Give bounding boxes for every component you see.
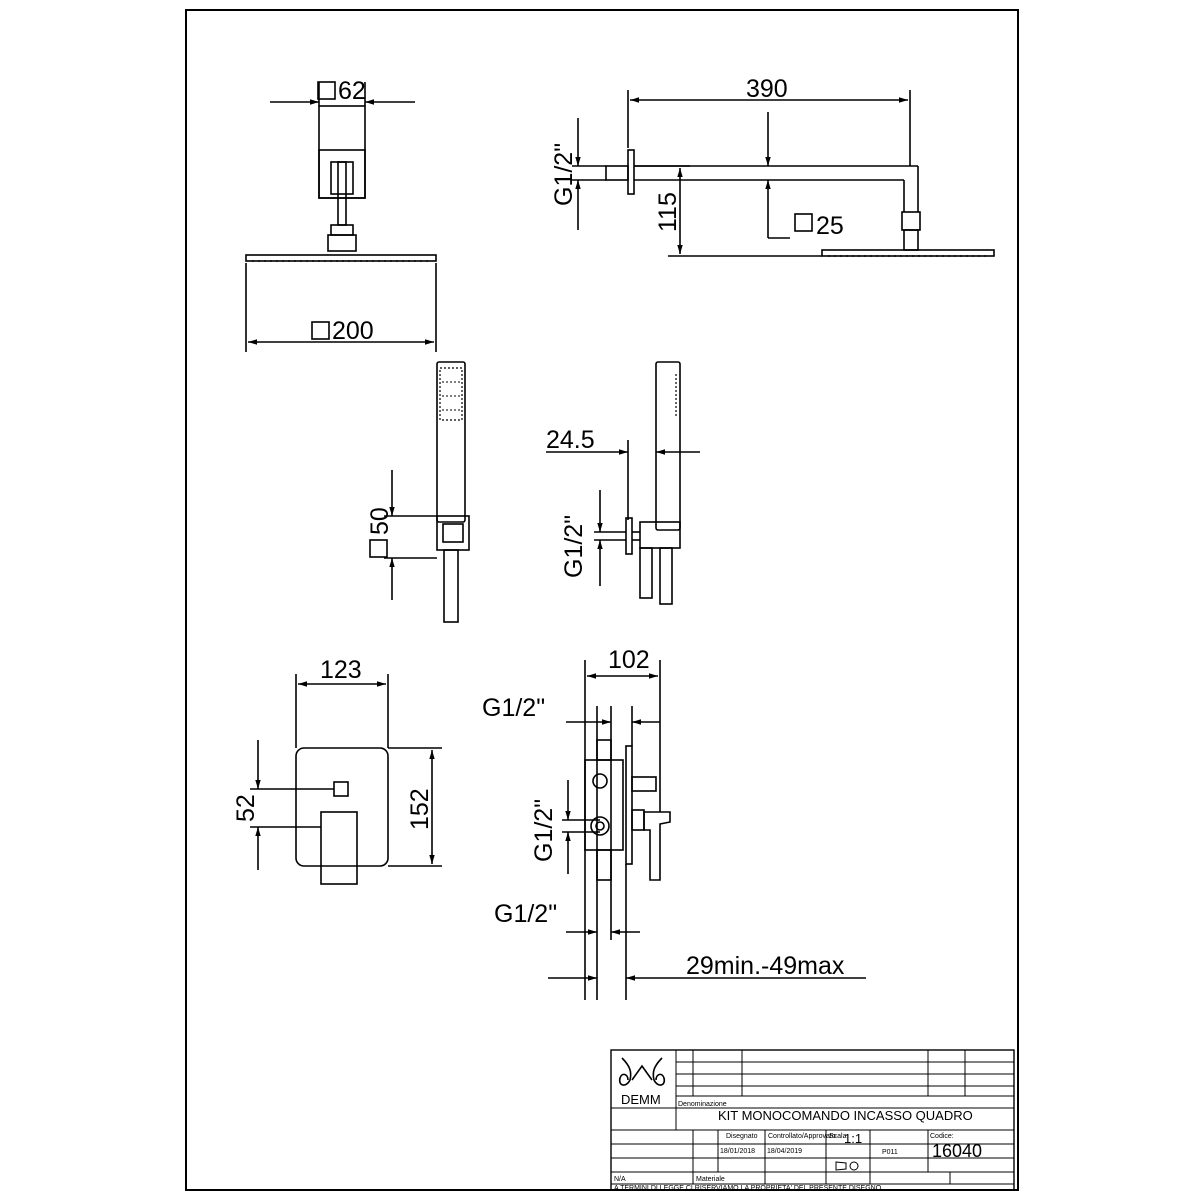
shower-arm-side-view <box>572 90 995 257</box>
dim-g12-bot: G1/2" <box>494 900 557 928</box>
dim-52: 52 <box>232 794 260 822</box>
label-controllato: Controllato/Approvato <box>768 1133 836 1140</box>
dim-123: 123 <box>320 656 362 684</box>
dim-g12-mid: G1/2" <box>530 799 558 862</box>
dim-g12-arm: G1/2" <box>550 143 578 206</box>
scale-value: 1:1 <box>844 1131 862 1146</box>
dim-200: 200 <box>332 317 374 345</box>
dim-115: 115 <box>654 192 682 232</box>
dim-390: 390 <box>746 75 788 103</box>
label-disegnato: Disegnato <box>726 1133 758 1140</box>
product-title: KIT MONOCOMANDO INCASSO QUADRO <box>718 1108 973 1123</box>
brand-name: DEMM <box>621 1092 661 1107</box>
dim-24-5: 24.5 <box>546 426 595 454</box>
dim-g12-top: G1/2" <box>482 694 545 722</box>
date-checked: 18/04/2019 <box>767 1148 802 1155</box>
title-block <box>610 1049 1015 1191</box>
hand-shower-side-view <box>546 361 700 605</box>
dim-g12-hand: G1/2" <box>560 515 588 578</box>
dim-62: 62 <box>338 77 366 105</box>
mixer-body-side-view <box>548 660 866 1000</box>
drawing-border <box>185 9 1019 1191</box>
dim-25: 25 <box>816 212 844 240</box>
label-scala: Scala <box>829 1133 847 1140</box>
label-materiale: Materiale <box>696 1176 725 1183</box>
material-value: N/A <box>614 1176 626 1183</box>
footer-note: A TERMINI DI LEGGE CI RISERVIAMO LA PROP… <box>614 1185 882 1192</box>
product-code: 16040 <box>932 1141 982 1161</box>
demm-logo <box>618 1057 666 1086</box>
label-denominazione: Denominazione <box>678 1101 727 1108</box>
hand-shower-front-view <box>369 361 470 623</box>
tolerance-value: P011 <box>882 1149 898 1156</box>
dim-102: 102 <box>608 646 650 674</box>
label-codice: Codice: <box>930 1133 954 1140</box>
mixer-plate-front-view <box>250 674 442 885</box>
shower-head-front-view <box>245 81 437 352</box>
dim-152: 152 <box>406 788 434 830</box>
dim-50: 50 <box>366 507 394 535</box>
date-drawn: 18/01/2018 <box>720 1148 755 1155</box>
dim-depth: 29min.-49max <box>686 952 845 980</box>
